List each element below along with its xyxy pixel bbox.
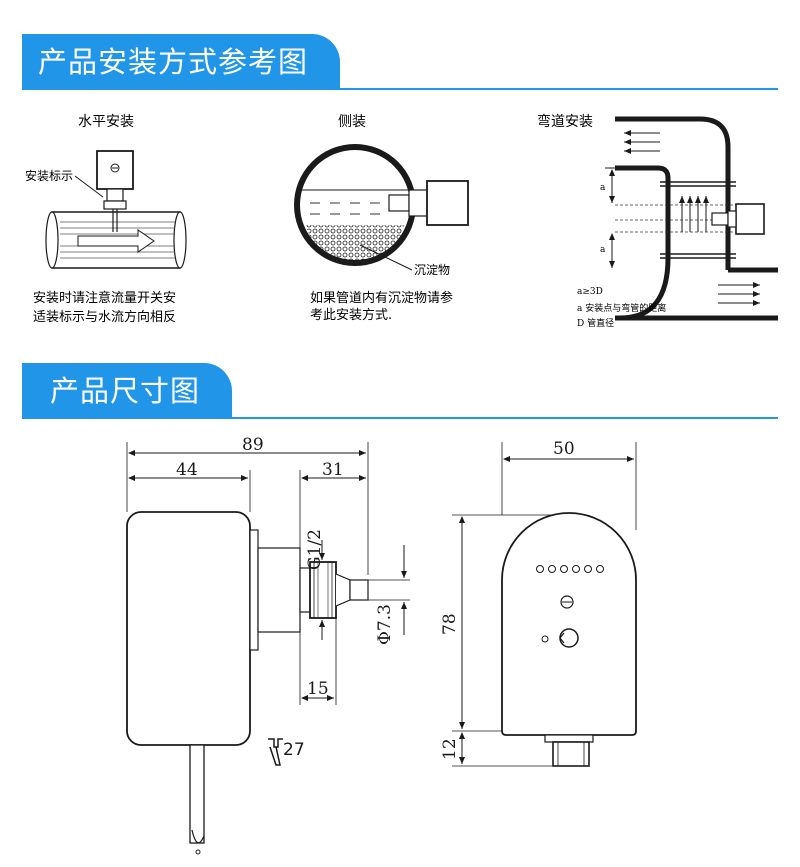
dim-total-width: 89 (242, 435, 264, 455)
horizontal-note-line1: 安装时请注意流量开关安 (33, 290, 176, 306)
bend-legend-3: D 管直径 (577, 317, 614, 329)
dim-fitting-height: 12 (440, 738, 460, 760)
bend-legend-1: a≥3D (577, 287, 603, 297)
power-knob-icon (559, 628, 579, 648)
dim-probe-dia: Φ7.3 (375, 604, 395, 645)
dim-nut-width: 15 (307, 679, 329, 699)
dim-body-width: 44 (176, 460, 198, 480)
bend-legend-2: a 安装点与弯管的距离 (577, 302, 666, 314)
horizontal-install-diagram: 水平安装 安装标示 安装时请注意流量开关安 适装标示与水流方向相反 (25, 114, 187, 325)
section-divider-dimensions (22, 417, 778, 419)
wrench-icon (268, 738, 283, 766)
upper-bend (615, 116, 731, 168)
dim-front-width: 50 (553, 439, 575, 459)
a-label-upper: a (600, 183, 606, 193)
sediment-label: 沉淀物 (414, 263, 450, 277)
front-fitting (552, 741, 590, 767)
cable (189, 744, 205, 844)
side-install-title: 侧装 (338, 114, 366, 130)
probe-tip (349, 579, 369, 601)
horizontal-install-title: 水平安装 (78, 114, 134, 130)
dim-front-height: 78 (440, 613, 460, 635)
switch-housing-front (501, 512, 637, 736)
horizontal-note-line2: 适装标示与水流方向相反 (33, 309, 176, 325)
dim-fitting-width: 31 (322, 460, 344, 480)
bend-install-diagram: 弯道安装 (537, 113, 778, 329)
section-banner-dimensions: 产品尺寸图 (22, 363, 232, 419)
section-title-dimensions: 产品尺寸图 (50, 374, 201, 408)
section-banner-install: 产品安装方式参考图 (22, 34, 340, 90)
switch-housing-side (126, 511, 251, 746)
front-dimension-labels: 50 78 12 (440, 439, 575, 760)
bend-switch-body (735, 203, 765, 235)
front-dimension-view (452, 442, 637, 767)
switch-body (96, 150, 134, 190)
dim-wrench-size: 27 (283, 740, 305, 760)
led-indicator-row (536, 565, 604, 573)
side-note-line2: 考此安装方式. (310, 307, 392, 323)
horizontal-pipe (51, 211, 181, 269)
side-note-line1: 如果管道内有沉淀物请参 (310, 290, 453, 306)
bend-install-title: 弯道安装 (537, 113, 593, 130)
flow-arrow-icon (77, 229, 155, 253)
side-switch-body (426, 180, 469, 226)
section-title-install: 产品安装方式参考图 (38, 45, 309, 79)
side-dimension-view (126, 442, 410, 855)
side-install-diagram: 侧装 沉淀物 如果管道内有沉淀物请参 考此安装方式. (294, 114, 469, 323)
dim-thread: G1/2 (305, 529, 325, 570)
a-label-lower: a (600, 245, 606, 255)
side-dimension-labels: 89 44 31 15 G1/2 Φ7.3 27 (176, 435, 395, 760)
section-divider-install (22, 88, 778, 90)
marker-label: 安装标示 (25, 168, 73, 183)
